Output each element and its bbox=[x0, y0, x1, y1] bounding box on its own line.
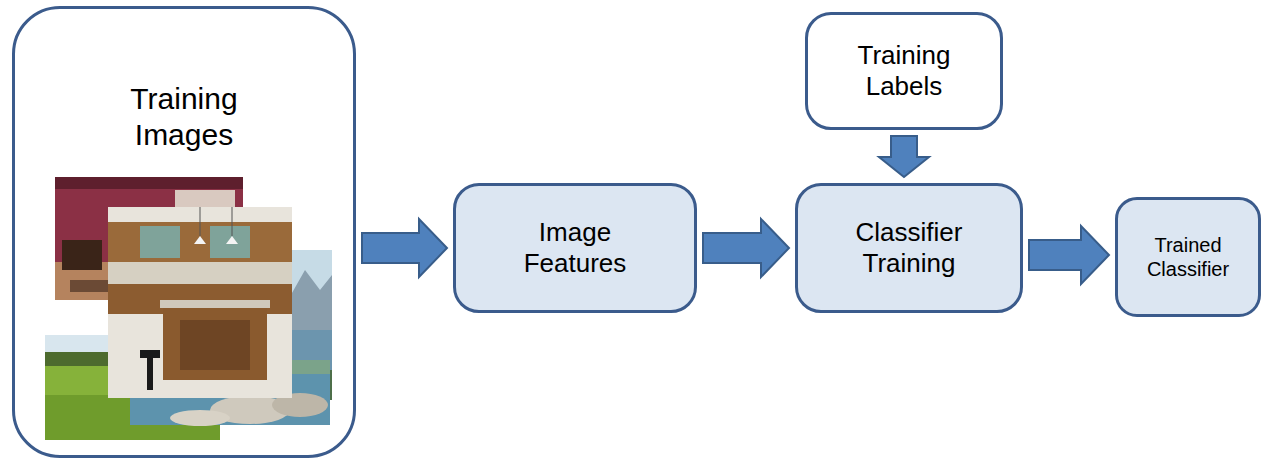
kitchen-photo bbox=[108, 207, 292, 398]
process-box: Image Features bbox=[453, 183, 697, 313]
box-label: Classifier Training bbox=[839, 217, 979, 279]
block-arrow bbox=[362, 219, 447, 277]
process-box: Classifier Training bbox=[795, 183, 1023, 313]
box-label: Training Labels bbox=[839, 40, 969, 102]
process-box: Trained Classifier bbox=[1115, 197, 1261, 317]
box-label: Training Images bbox=[99, 81, 269, 153]
process-box: Training Labels bbox=[805, 12, 1003, 130]
block-arrow bbox=[703, 219, 789, 277]
box-label: Image Features bbox=[505, 217, 645, 279]
box-label: Trained Classifier bbox=[1133, 233, 1243, 281]
block-arrow bbox=[879, 136, 929, 177]
block-arrow bbox=[1029, 226, 1109, 284]
image-set-box: Training Images bbox=[12, 6, 356, 458]
